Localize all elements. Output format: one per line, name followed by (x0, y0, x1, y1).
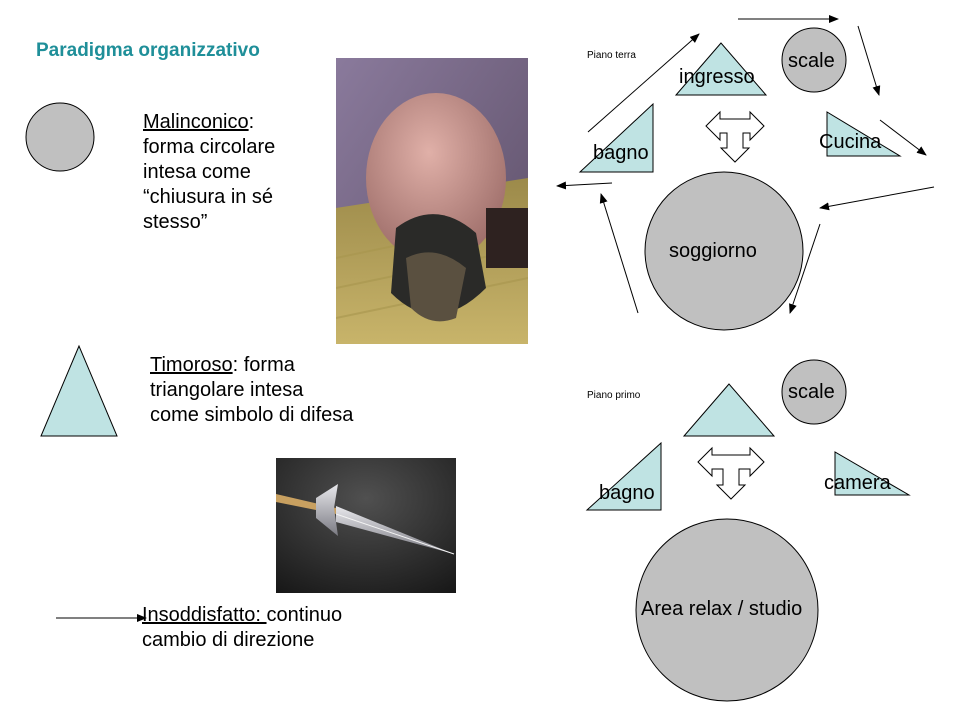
relax-area-circle (635, 518, 819, 702)
melancholic-term: Malinconico (143, 111, 249, 133)
first-bathroom-triangle (585, 441, 662, 511)
kitchen-triangle (826, 111, 902, 157)
person-bent-over-image (336, 58, 528, 344)
ground-four-way-arrow-icon (705, 110, 765, 163)
path-arrow-5 (819, 186, 935, 211)
dissatisfied-description: Insoddisfatto: continuo cambio di direzi… (142, 604, 343, 651)
first-stairs-label: scale (788, 381, 835, 403)
spearhead-image (276, 458, 456, 593)
fearful-triangle-symbol (40, 344, 118, 437)
living-room-label: soggiorno (669, 240, 757, 262)
living-room-circle (644, 171, 804, 331)
fearful-description: Timoroso: forma triangolare intesa come … (150, 354, 354, 426)
fearful-term: Timoroso (150, 354, 233, 376)
first-bathroom-label: bagno (599, 482, 655, 504)
first-floor-triangle (682, 383, 776, 437)
path-arrow-4 (879, 119, 927, 156)
ground-stairs-circle (781, 27, 847, 93)
ground-bathroom-triangle (578, 102, 654, 173)
path-arrow-1 (587, 33, 700, 133)
ground-stairs-label: scale (788, 50, 835, 72)
melancholic-circle-symbol (25, 102, 95, 172)
path-arrow-7 (599, 193, 639, 314)
entrance-triangle (674, 42, 768, 96)
first-floor-heading: Piano primo (587, 390, 641, 401)
dissatisfied-term: Insoddisfatto: (142, 604, 267, 626)
bedroom-triangle (834, 451, 911, 496)
ground-floor-heading: Piano terra (587, 50, 636, 61)
path-arrow-8 (556, 181, 613, 190)
page-title: Paradigma organizzativo (36, 40, 260, 61)
ground-bathroom-label: bagno (593, 142, 649, 164)
path-arrow-3 (857, 25, 881, 96)
bedroom-label: camera (824, 472, 891, 494)
relax-area-label: Area relax / studio (641, 598, 803, 620)
kitchen-label: Cucina (819, 131, 882, 153)
path-arrow-6 (789, 223, 821, 314)
first-stairs-circle (781, 359, 847, 425)
entrance-label: ingresso (679, 66, 755, 88)
first-four-way-arrow-icon (697, 446, 765, 500)
melancholic-description: Malinconico: forma circolare intesa come… (143, 111, 276, 233)
